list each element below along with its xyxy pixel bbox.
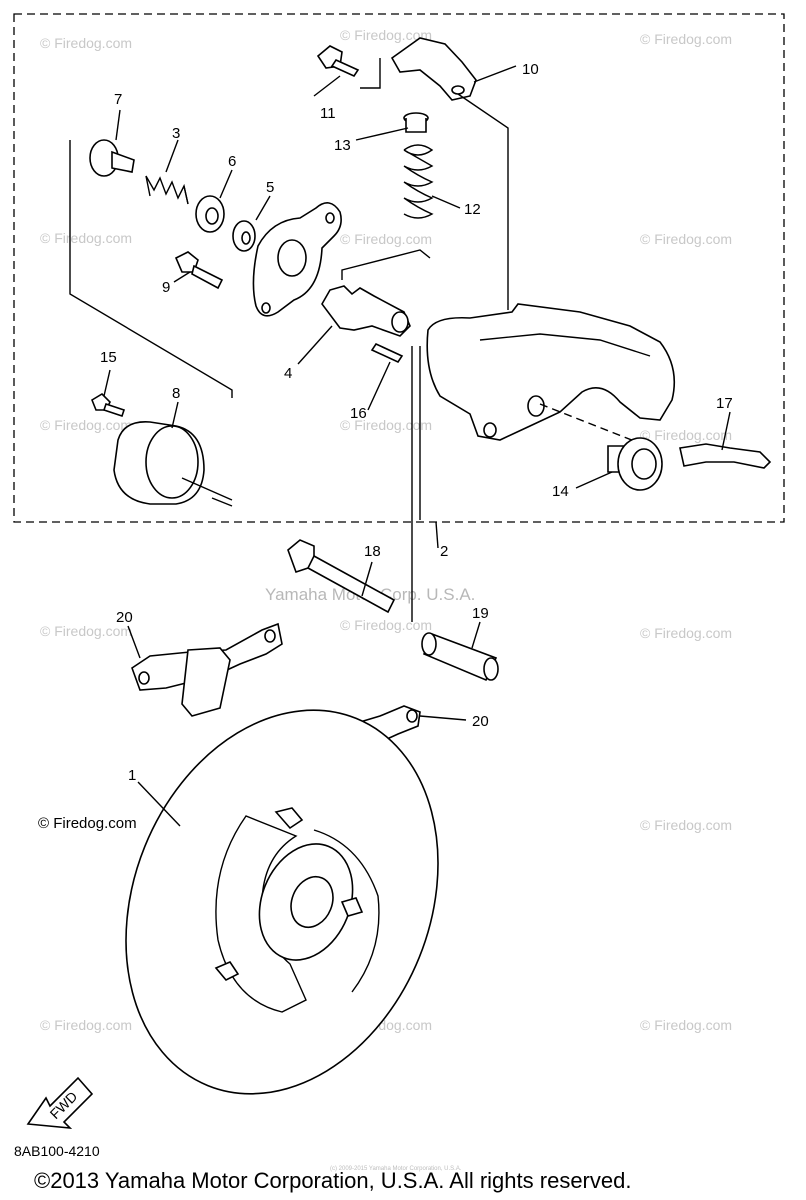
caliper-body bbox=[426, 303, 676, 449]
watermarks: © Firedog.com © Firedog.com © Firedog.co… bbox=[40, 27, 732, 1172]
callout-17: 17 bbox=[716, 395, 733, 412]
part-12-spring bbox=[403, 144, 434, 219]
part-13-cap bbox=[403, 112, 429, 133]
callout-14: 14 bbox=[552, 483, 569, 500]
part-10-bracket bbox=[360, 37, 509, 310]
part-16-pin bbox=[370, 342, 404, 364]
callout-12: 12 bbox=[464, 201, 481, 218]
small-print: (c) 2009-2015 Yamaha Motor Corporation, … bbox=[330, 1166, 462, 1172]
part-11-bolt bbox=[316, 45, 360, 78]
fwd-arrow-icon: FWD bbox=[26, 1076, 94, 1130]
callout-4: 4 bbox=[284, 365, 292, 382]
part-14-piston bbox=[607, 437, 663, 491]
watermark: © Firedog.com bbox=[640, 817, 732, 833]
copyright-notice: ©2013 Yamaha Motor Corporation, U.S.A. A… bbox=[34, 1168, 631, 1193]
callout-9: 9 bbox=[162, 279, 170, 296]
watermark: © Firedog.com bbox=[340, 231, 432, 247]
leader-line bbox=[69, 140, 233, 398]
callout-20-right: 20 bbox=[472, 713, 489, 730]
callout-11: 11 bbox=[320, 105, 336, 122]
part-6-clip bbox=[195, 195, 225, 233]
assembly-box bbox=[13, 13, 785, 523]
callout-leaders bbox=[103, 65, 731, 827]
watermark: © Firedog.com bbox=[640, 427, 732, 443]
watermark: © Firedog.com bbox=[340, 417, 432, 433]
watermark: © Firedog.com bbox=[640, 31, 732, 47]
leader-line bbox=[181, 477, 233, 501]
cam-plate bbox=[252, 202, 342, 317]
watermark: © Firedog.com bbox=[640, 625, 732, 641]
callout-20-left: 20 bbox=[116, 609, 133, 626]
part-1-brake-disc bbox=[125, 709, 439, 1095]
part-5-washer bbox=[232, 220, 256, 252]
diagram-code: 8AB100-4210 bbox=[14, 1143, 100, 1159]
part-3-spring bbox=[145, 175, 189, 205]
part-8-cover bbox=[113, 421, 205, 505]
watermark: © Firedog.com bbox=[340, 617, 432, 633]
callout-3: 3 bbox=[172, 125, 180, 142]
callout-6: 6 bbox=[228, 153, 236, 170]
callout-16: 16 bbox=[350, 405, 367, 422]
part-9-bolt bbox=[174, 251, 224, 290]
part-4-actuator bbox=[321, 249, 431, 337]
watermark: © Firedog.com bbox=[40, 417, 132, 433]
watermark: © Firedog.com bbox=[340, 27, 432, 43]
callout-19: 19 bbox=[472, 605, 489, 622]
watermark: © Firedog.com bbox=[40, 35, 132, 51]
callout-8: 8 bbox=[172, 385, 180, 402]
part-15-bolt bbox=[91, 392, 126, 418]
leader-line bbox=[211, 497, 233, 507]
callout-15: 15 bbox=[100, 349, 117, 366]
watermark: © Firedog.com bbox=[40, 623, 132, 639]
part-20-pad-left bbox=[131, 622, 283, 717]
part-18-bolt bbox=[287, 539, 396, 614]
callout-10: 10 bbox=[522, 61, 539, 78]
part-19-sleeve bbox=[421, 632, 499, 682]
watermark: © Firedog.com bbox=[640, 1017, 732, 1033]
callout-1: 1 bbox=[128, 767, 136, 784]
callout-2: 2 bbox=[440, 543, 448, 560]
callout-7: 7 bbox=[114, 91, 122, 108]
callout-5: 5 bbox=[266, 179, 274, 196]
callout-13: 13 bbox=[334, 137, 351, 154]
part-17-clip bbox=[679, 443, 772, 469]
watermark: © Firedog.com bbox=[40, 1017, 132, 1033]
part-7-knob bbox=[89, 139, 135, 177]
callouts: 1 2 3 4 5 6 7 8 9 10 11 12 13 14 15 16 1… bbox=[100, 61, 733, 784]
watermark-dark: © Firedog.com bbox=[38, 815, 137, 832]
callout-18: 18 bbox=[364, 543, 381, 560]
watermark: © Firedog.com bbox=[40, 230, 132, 246]
watermark: © Firedog.com bbox=[640, 231, 732, 247]
